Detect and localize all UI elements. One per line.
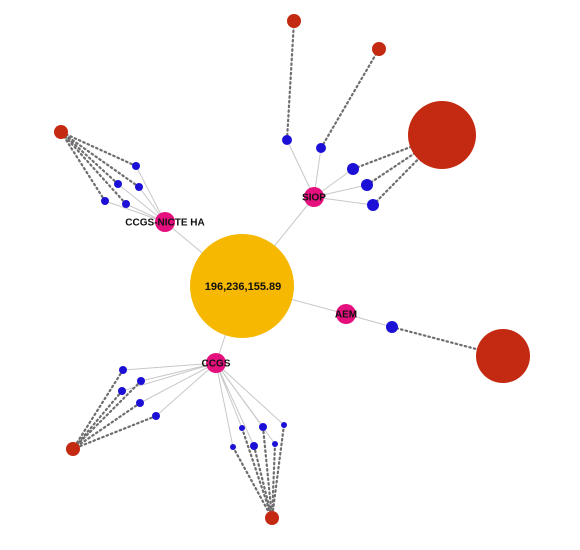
dotted-edge [270,423,286,520]
leaf-node[interactable] [101,197,109,205]
leaf-node[interactable] [122,200,130,208]
edge-ccgs-leaf [140,362,217,382]
leaf-node[interactable] [119,366,127,374]
leaf-node[interactable] [272,441,278,447]
edge-nicte-leaf [135,165,166,223]
dotted-edge [71,368,125,451]
dotted-edge [71,389,124,451]
dotted-edge [319,47,381,150]
hub-node-aem[interactable] [336,304,356,324]
leaf-nodes [101,135,398,450]
dotted-edge [59,130,138,168]
dotted-edge [71,414,158,451]
terminal-node-bottom-left[interactable] [66,442,80,456]
leaf-node[interactable] [282,135,292,145]
edge-ccgs-leaf [215,362,285,426]
dotted-edge [59,130,141,189]
leaf-node[interactable] [250,442,258,450]
dotted-edge [59,130,128,206]
dotted-edges [59,19,505,520]
center-node-label: 196,236,155.89 [205,281,281,293]
dotted-edge [59,130,120,186]
leaf-node[interactable] [316,143,326,153]
terminal-nodes [54,14,530,525]
leaf-node[interactable] [135,183,143,191]
edge-siop-leaf [286,139,315,198]
terminal-node-large-right[interactable] [476,329,530,383]
leaf-node[interactable] [239,425,245,431]
hub-node-ccgs[interactable] [206,353,226,373]
edge-ccgs-leaf [215,362,234,448]
leaf-node[interactable] [230,444,236,450]
hub-node-siop[interactable] [304,187,324,207]
hub-label-ccgs: CCGS [202,359,231,370]
dotted-edge [261,425,274,520]
hub-nodes [155,187,356,373]
hub-label-ccgs-nicte-ha: CCGS-NICTE HA [125,218,204,229]
dotted-edge [285,19,296,142]
edge-nicte-leaf [104,200,166,223]
dotted-edge [231,445,274,520]
leaf-node[interactable] [281,422,287,428]
node-labels: 196,236,155.89 CCGS-NICTE HA SIOP AEM CC… [125,193,357,370]
leaf-node[interactable] [118,387,126,395]
edge-ccgs-leaf [121,362,217,392]
dotted-edge [71,379,143,451]
terminal-node-top[interactable] [287,14,301,28]
dotted-edge [252,444,274,520]
dotted-edge [240,426,274,520]
leaf-node[interactable] [152,412,160,420]
leaf-node[interactable] [114,180,122,188]
leaf-node[interactable] [367,199,379,211]
hub-label-siop: SIOP [302,193,326,204]
dotted-edge [270,442,277,520]
edge-ccgs-leaf [215,362,255,447]
edge-ccgs-leaf [155,362,217,417]
leaf-node[interactable] [136,399,144,407]
leaf-node[interactable] [386,321,398,333]
hub-node-ccgs-nicte-ha[interactable] [155,212,175,232]
terminal-node-top-left[interactable] [54,125,68,139]
leaf-node[interactable] [361,179,373,191]
edge-ccgs-leaf [122,362,217,371]
hub-label-aem: AEM [335,310,357,321]
edge-ccgs-leaf [215,362,243,429]
leaf-node[interactable] [137,377,145,385]
edge-nicte-leaf [117,183,166,223]
dotted-edge [59,130,107,203]
leaf-node[interactable] [347,163,359,175]
leaf-node[interactable] [132,162,140,170]
center-node[interactable] [190,234,294,338]
terminal-node-bottom[interactable] [265,511,279,525]
dotted-edge [71,401,142,451]
edge-ccgs-leaf [215,362,276,445]
terminal-node-large-upper-right[interactable] [408,101,476,169]
terminal-node-top-right[interactable] [372,42,386,56]
edge-ccgs-leaf [139,362,217,404]
leaf-node[interactable] [259,423,267,431]
